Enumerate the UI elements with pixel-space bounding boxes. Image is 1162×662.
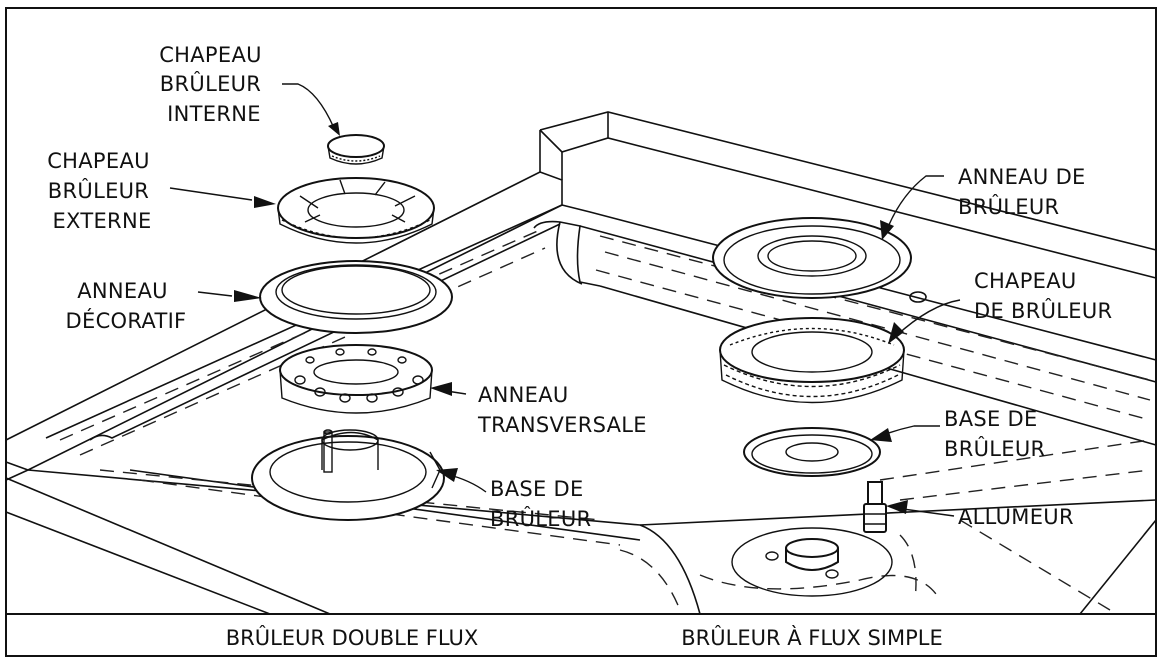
hidden-lines xyxy=(59,229,1151,611)
label-outer-cap: CHAPEAU BRÛLEUR EXTERNE xyxy=(47,149,157,233)
burner-ring xyxy=(712,217,912,299)
outer-frame xyxy=(5,7,1157,657)
label-single-base: BASE DE BRÛLEUR xyxy=(944,407,1045,461)
caption-dual-flow: BRÛLEUR DOUBLE FLUX xyxy=(226,625,479,650)
dual-burner-base xyxy=(251,429,445,521)
cross-ring xyxy=(279,344,433,414)
label-dual-base: BASE DE BRÛLEUR xyxy=(490,477,591,531)
leader-lines xyxy=(169,83,961,517)
label-decorative-ring: ANNEAU DÉCORATIF xyxy=(66,279,187,333)
outer-burner-cap xyxy=(277,177,435,244)
label-igniter: ALLUMEUR xyxy=(958,505,1074,529)
caption-single-flow: BRÛLEUR À FLUX SIMPLE xyxy=(681,625,942,650)
gas-valve-mount xyxy=(731,527,893,597)
decorative-ring xyxy=(259,260,453,334)
igniter xyxy=(863,481,887,533)
single-burner-base xyxy=(743,427,881,477)
label-cross-ring: ANNEAU TRANSVERSALE xyxy=(477,383,647,437)
label-inner-cap: CHAPEAU BRÛLEUR INTERNE xyxy=(159,43,269,126)
label-single-cap: CHAPEAU DE BRÛLEUR xyxy=(974,269,1112,323)
single-burner-cap xyxy=(719,317,905,404)
inner-burner-cap xyxy=(327,134,385,165)
label-burner-ring: ANNEAU DE BRÛLEUR xyxy=(958,165,1093,219)
